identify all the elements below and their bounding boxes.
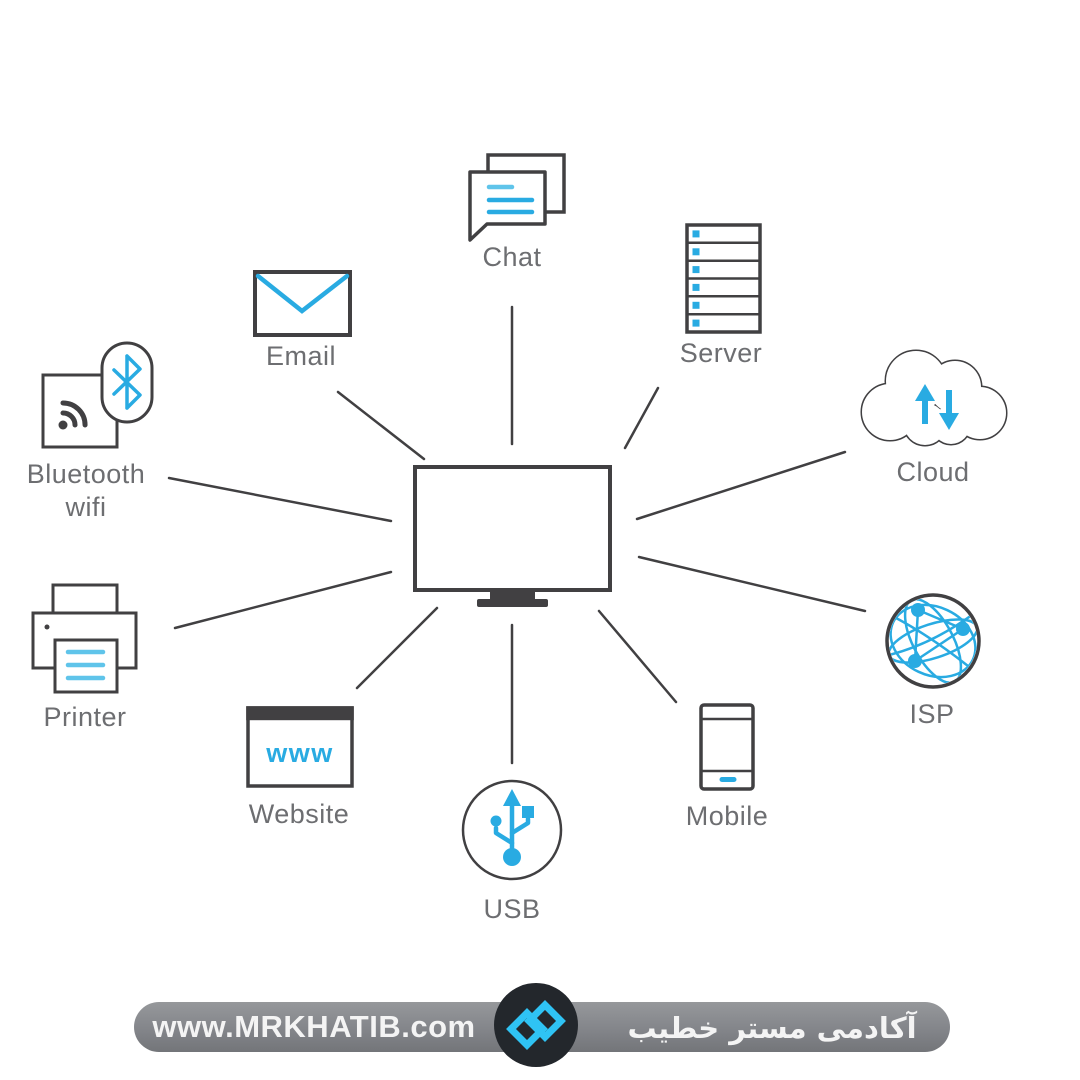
chat-icon (468, 153, 566, 242)
node-label-chat: Chat (482, 242, 542, 272)
website-browser-icon: www (246, 706, 354, 788)
cloud-icon (860, 349, 1008, 447)
node-label-usb: USB (483, 894, 541, 924)
node-label-isp: ISP (909, 699, 955, 729)
www-label: www (265, 738, 334, 768)
usb-icon (461, 779, 563, 881)
line-bluetooth (167, 476, 393, 523)
line-server (623, 386, 660, 450)
line-website (355, 606, 439, 690)
line-mobile (597, 609, 678, 704)
node-label-website: Website (248, 799, 350, 829)
desktop-monitor-icon (413, 465, 612, 607)
website-url: www.MRKHATIB.com (152, 1009, 476, 1044)
brand-name: آکادمی مستر خطیب (627, 1011, 917, 1045)
wifi-icon (58, 400, 88, 430)
mobile-icon (699, 703, 755, 791)
isp-globe-icon (885, 593, 981, 689)
infinity-logo-icon (506, 1000, 566, 1050)
node-label-server: Server (679, 338, 763, 368)
node-label-mobile: Mobile (685, 801, 769, 831)
line-isp (637, 555, 867, 613)
brand-logo (494, 983, 578, 1067)
line-cloud (635, 450, 847, 521)
node-label-printer: Printer (43, 702, 127, 732)
node-label-bluetooth-wifi: Bluetooth wifi (26, 459, 146, 522)
email-icon (253, 270, 352, 337)
line-email (336, 390, 426, 461)
node-label-cloud: Cloud (896, 457, 970, 487)
bluetooth-icon (112, 354, 142, 410)
server-icon (685, 223, 762, 334)
footer-banner: www.MRKHATIB.com آکادمی مستر خطیب (134, 983, 950, 1067)
bluetooth-wifi-icon (41, 341, 154, 449)
printer-icon (31, 583, 138, 694)
line-printer (173, 570, 393, 630)
node-label-email: Email (265, 341, 336, 371)
upload-download-arrows-icon (915, 384, 959, 430)
connection-lines (167, 305, 867, 765)
